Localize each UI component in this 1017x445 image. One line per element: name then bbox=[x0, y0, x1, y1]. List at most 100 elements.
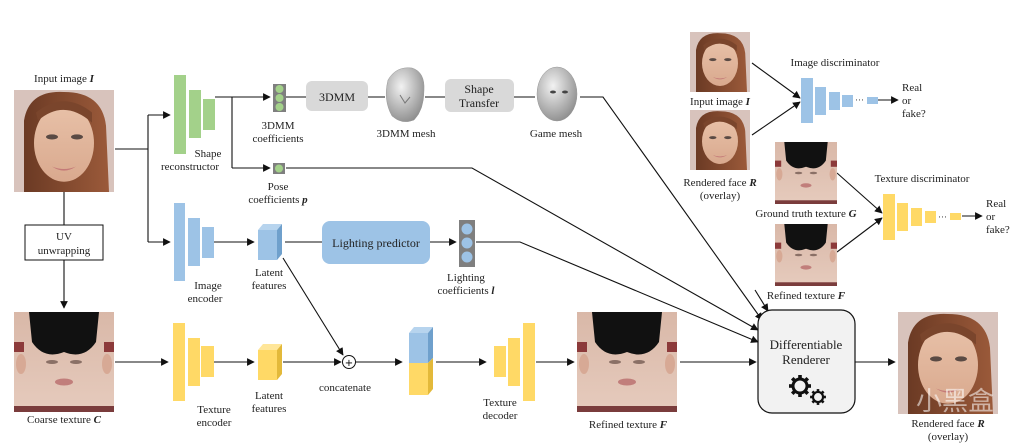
layer bbox=[203, 99, 215, 130]
wire-lighting-renderer bbox=[476, 241, 759, 343]
svg-text:3DMM: 3DMM bbox=[319, 90, 355, 104]
refined-texture-image bbox=[577, 312, 677, 412]
image-encoder: Image encoder bbox=[174, 203, 223, 305]
3dmm-box: 3DMM bbox=[306, 81, 368, 111]
layer bbox=[523, 323, 535, 401]
wire-latent-concat bbox=[282, 257, 344, 356]
game-mesh: Game mesh bbox=[530, 66, 583, 140]
latent-features-image: Latent features bbox=[252, 224, 287, 292]
svg-text:Image: Image bbox=[194, 280, 222, 292]
input-image-label: Input image I bbox=[34, 73, 95, 85]
svg-text:concatenate: concatenate bbox=[319, 382, 371, 394]
svg-text:reconstructor: reconstructor bbox=[161, 161, 219, 173]
svg-text:or: or bbox=[902, 95, 912, 107]
svg-text:Lighting: Lighting bbox=[447, 272, 485, 284]
watermark: 小黑盒 bbox=[916, 387, 994, 417]
layer bbox=[174, 203, 185, 281]
layer bbox=[201, 346, 214, 377]
3dmm-mesh: 3DMM mesh bbox=[377, 67, 436, 140]
svg-text:UV: UV bbox=[56, 231, 72, 243]
lighting-predictor-box: Lighting predictor bbox=[322, 221, 430, 264]
svg-text:encoder: encoder bbox=[197, 417, 232, 429]
refined-texture-label: Refined texture F bbox=[589, 419, 668, 431]
shape-reconstructor: Shape reconstructor bbox=[161, 75, 222, 173]
svg-text:···: ··· bbox=[855, 95, 864, 105]
svg-text:fake?: fake? bbox=[902, 108, 926, 120]
concatenate-node: + concatenate bbox=[319, 355, 371, 394]
wire-refined-tex-renderer bbox=[754, 289, 769, 312]
disc-refined-texture-label: Refined texture F bbox=[767, 290, 846, 302]
wire-disc-input1 bbox=[751, 62, 801, 99]
wire-pose-renderer bbox=[286, 167, 759, 331]
svg-text:+: + bbox=[345, 358, 353, 369]
svg-text:encoder: encoder bbox=[188, 293, 223, 305]
latent-features-texture: Latent features bbox=[252, 344, 287, 415]
svg-text:or: or bbox=[986, 211, 996, 223]
input-image bbox=[14, 90, 114, 192]
svg-text:Real: Real bbox=[986, 198, 1006, 210]
image-discriminator: Image discriminator ··· Real or fake? bbox=[791, 57, 926, 123]
svg-text:Transfer: Transfer bbox=[459, 96, 499, 110]
svg-text:Lighting predictor: Lighting predictor bbox=[332, 236, 420, 250]
svg-text:3DMM: 3DMM bbox=[261, 120, 294, 132]
svg-text:Texture: Texture bbox=[483, 397, 517, 409]
wire-disc-input2 bbox=[751, 101, 801, 136]
coarse-texture-image bbox=[14, 312, 114, 412]
svg-text:coefficients p: coefficients p bbox=[248, 194, 308, 206]
svg-text:Shape: Shape bbox=[195, 148, 222, 160]
ground-truth-texture bbox=[775, 142, 837, 204]
connectors bbox=[60, 62, 983, 366]
svg-text:coefficients: coefficients bbox=[252, 133, 303, 145]
wire-game-mesh-renderer bbox=[580, 96, 763, 321]
wire-tdisc-input2 bbox=[836, 217, 883, 253]
svg-text:coefficients l: coefficients l bbox=[438, 285, 496, 297]
svg-text:fake?: fake? bbox=[986, 224, 1010, 236]
svg-text:Texture: Texture bbox=[197, 404, 231, 416]
wire-tdisc-input1 bbox=[836, 172, 883, 214]
svg-text:Game mesh: Game mesh bbox=[530, 128, 583, 140]
disc-input-image bbox=[690, 32, 750, 92]
layer bbox=[174, 75, 186, 154]
image-discriminator-title: Image discriminator bbox=[791, 57, 880, 69]
3dmm-coefficients: 3DMM coefficients bbox=[252, 84, 304, 145]
texture-decoder: Texture decoder bbox=[483, 323, 535, 422]
lighting-coefficients: Lighting coefficients l bbox=[438, 220, 496, 297]
layer bbox=[188, 218, 200, 266]
disc-rendered-face-label: Rendered face R bbox=[683, 177, 756, 189]
svg-text:3DMM mesh: 3DMM mesh bbox=[377, 128, 436, 140]
disc-refined-texture bbox=[775, 224, 837, 286]
pose-coefficients: Pose coefficients p bbox=[248, 163, 308, 206]
svg-text:features: features bbox=[252, 280, 287, 292]
svg-text:Shape: Shape bbox=[464, 82, 493, 96]
disc-input-image-label: Input image I bbox=[690, 96, 751, 108]
layer bbox=[189, 90, 201, 138]
texture-discriminator: Texture discriminator ··· Real or fake? bbox=[875, 173, 1010, 240]
rendered-face-overlay-label: (overlay) bbox=[928, 431, 969, 443]
layer bbox=[188, 338, 200, 386]
texture-encoder: Texture encoder bbox=[173, 323, 232, 429]
svg-text:features: features bbox=[252, 403, 287, 415]
svg-text:Real: Real bbox=[902, 82, 922, 94]
svg-text:unwrapping: unwrapping bbox=[38, 245, 91, 257]
uv-unwrapping-box: UV unwrapping bbox=[24, 224, 104, 261]
layer bbox=[202, 227, 214, 258]
rendered-face-label: Rendered face R bbox=[911, 418, 984, 430]
disc-rendered-face bbox=[690, 110, 750, 170]
svg-text:Latent: Latent bbox=[255, 390, 283, 402]
shape-transfer-box: Shape Transfer bbox=[445, 79, 514, 112]
layer bbox=[494, 346, 506, 377]
svg-text:(overlay): (overlay) bbox=[700, 190, 741, 202]
svg-text:Differentiable: Differentiable bbox=[770, 337, 843, 352]
differentiable-renderer: Differentiable Renderer bbox=[757, 309, 856, 414]
concatenated-features bbox=[409, 327, 433, 395]
svg-text:decoder: decoder bbox=[483, 410, 518, 422]
texture-discriminator-title: Texture discriminator bbox=[875, 173, 970, 185]
svg-text:Latent: Latent bbox=[255, 267, 283, 279]
svg-text:Renderer: Renderer bbox=[782, 352, 830, 367]
svg-text:Pose: Pose bbox=[268, 181, 289, 193]
coarse-texture-label: Coarse texture C bbox=[27, 414, 102, 426]
layer bbox=[173, 323, 185, 401]
layer bbox=[508, 338, 520, 386]
ground-truth-texture-label: Ground truth texture G bbox=[755, 208, 856, 220]
